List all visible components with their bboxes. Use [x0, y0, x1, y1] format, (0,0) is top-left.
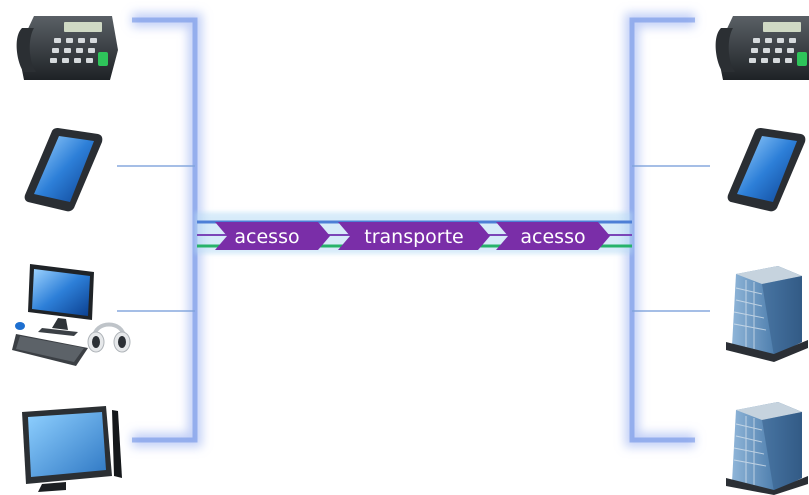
segment-acesso-right: acesso — [496, 222, 610, 250]
segment-label: acesso — [520, 226, 585, 248]
segment-label: transporte — [364, 226, 463, 248]
smartphone-icon — [24, 128, 103, 212]
office-building-icon — [726, 402, 808, 495]
right-bracket — [625, 13, 710, 447]
office-building-icon — [726, 266, 808, 362]
flat-screen-tv-icon — [22, 406, 122, 492]
smartphone-icon — [727, 128, 806, 212]
segment-label: acesso — [234, 226, 299, 248]
desk-phone-icon — [715, 16, 809, 80]
left-bracket — [117, 13, 202, 447]
segment-transporte: transporte — [338, 222, 490, 250]
segment-acesso-left: acesso — [215, 222, 330, 250]
desk-phone-icon — [16, 16, 118, 80]
desktop-computer-icon — [12, 264, 131, 366]
